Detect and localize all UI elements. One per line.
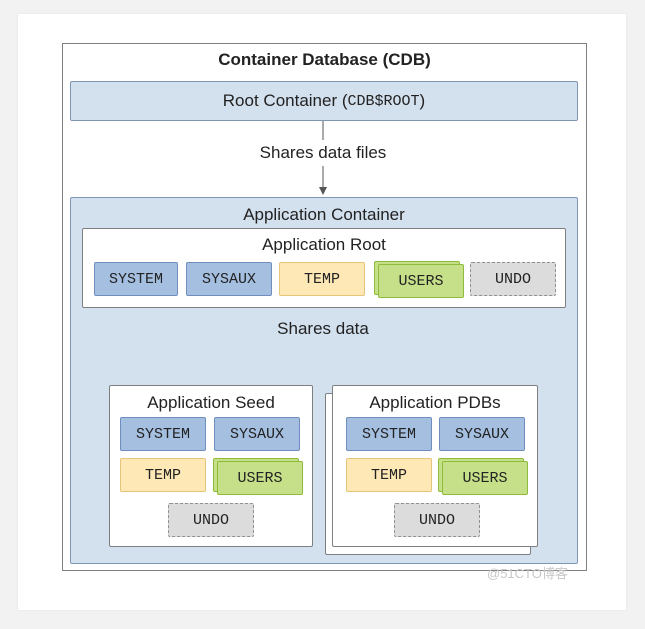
seed-tablespace-users: USERS <box>217 461 303 495</box>
application-seed-title: Application Seed <box>147 393 275 412</box>
pdb-tablespace-temp: TEMP <box>346 458 432 492</box>
shares-data-files-label: Shares data files <box>259 143 387 162</box>
shares-data-label: Shares data <box>277 319 369 338</box>
pdb-tablespace-undo: UNDO <box>394 503 480 537</box>
seed-tablespace-undo: UNDO <box>168 503 254 537</box>
pdb-tablespace-sysaux: SYSAUX <box>439 417 525 451</box>
application-root-title: Application Root <box>262 235 386 254</box>
root-container-label: Root Container ( <box>222 91 348 110</box>
watermark: @51CTO博客 <box>487 566 568 581</box>
application-pdbs-title: Application PDBs <box>369 393 501 412</box>
seed-tablespace-system: SYSTEM <box>120 417 206 451</box>
pdb-tablespace-system: SYSTEM <box>346 417 432 451</box>
seed-tablespace-sysaux: SYSAUX <box>214 417 300 451</box>
tablespace-undo: UNDO <box>470 262 556 296</box>
cdb-title: Container Database (CDB) <box>218 50 431 69</box>
seed-tablespace-temp: TEMP <box>120 458 206 492</box>
root-container: Root Container (CDB$ROOT) <box>70 81 578 121</box>
application-container-title: Application Container <box>243 205 405 224</box>
tablespace-temp: TEMP <box>279 262 365 296</box>
pdb-tablespace-users: USERS <box>442 461 528 495</box>
tablespace-system: SYSTEM <box>94 262 178 296</box>
tablespace-sysaux: SYSAUX <box>186 262 272 296</box>
root-container-code: CDB$ROOT <box>347 92 420 110</box>
tablespace-users: USERS <box>378 264 464 298</box>
root-container-suffix: ) <box>419 91 426 110</box>
